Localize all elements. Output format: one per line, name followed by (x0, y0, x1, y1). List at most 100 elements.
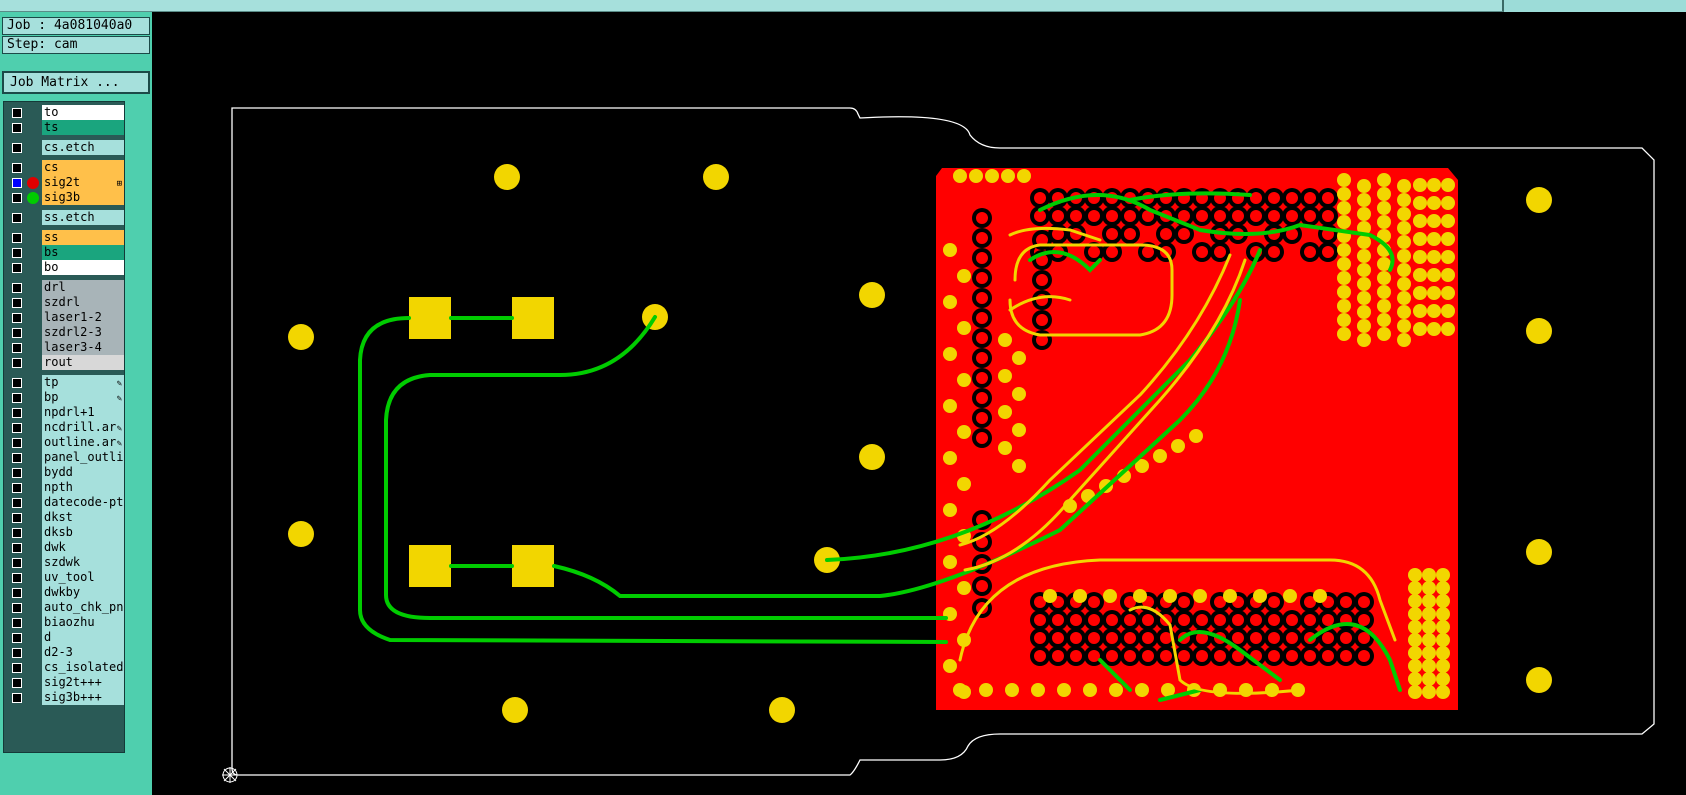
layer-checkbox[interactable] (12, 528, 22, 538)
layer-row-laser1-2[interactable]: laser1-2 (6, 310, 124, 326)
layer-name[interactable]: bo (42, 260, 124, 275)
graphic-canvas[interactable] (152, 12, 1686, 795)
layer-name[interactable]: uv_tool (42, 570, 124, 585)
layer-checkbox[interactable] (12, 468, 22, 478)
layer-checkbox[interactable] (12, 648, 22, 658)
layer-name[interactable]: dwkby (42, 585, 124, 600)
layer-name[interactable]: npth (42, 480, 124, 495)
layer-checkbox[interactable] (12, 588, 22, 598)
layer-row-dksb[interactable]: dksb (6, 525, 124, 541)
layer-name[interactable]: dksb (42, 525, 124, 540)
layer-checkbox[interactable] (12, 543, 22, 553)
layer-name[interactable]: biaozhu (42, 615, 124, 630)
layer-checkbox[interactable] (12, 603, 22, 613)
layer-row-d[interactable]: d (6, 630, 124, 646)
layer-row-cs-isolated[interactable]: cs_isolated (6, 660, 124, 676)
layer-checkbox[interactable] (12, 193, 22, 203)
layer-row-bo[interactable]: bo (6, 260, 124, 276)
layer-checkbox[interactable] (12, 558, 22, 568)
layer-name[interactable]: datecode-pte (42, 495, 124, 510)
layer-row-sig2t-[interactable]: sig2t+++ (6, 675, 124, 691)
layer-name[interactable]: cs_isolated (42, 660, 124, 675)
layer-row-biaozhu[interactable]: biaozhu (6, 615, 124, 631)
layer-name[interactable]: d (42, 630, 124, 645)
layer-row-dwk[interactable]: dwk (6, 540, 124, 556)
layer-row-ts[interactable]: ts (6, 120, 124, 136)
layer-row-cs-etch[interactable]: cs.etch (6, 140, 124, 156)
layer-row-datecode-pte[interactable]: datecode-pte (6, 495, 124, 511)
layer-name[interactable]: cs (42, 160, 124, 175)
layer-row-bp[interactable]: bp✎ (6, 390, 124, 406)
layer-checkbox[interactable] (12, 358, 22, 368)
layer-row-cs[interactable]: cs (6, 160, 124, 176)
layer-row-npdrl-1[interactable]: npdrl+1 (6, 405, 124, 421)
layer-name[interactable]: to (42, 105, 124, 120)
layer-name[interactable]: bp✎ (42, 390, 124, 405)
layer-row-panel-outlin[interactable]: panel_outlin (6, 450, 124, 466)
layer-checkbox[interactable] (12, 123, 22, 133)
layer-row-sig3b-[interactable]: sig3b+++ (6, 690, 124, 706)
layer-row-d2-3[interactable]: d2-3 (6, 645, 124, 661)
layer-checkbox[interactable] (12, 283, 22, 293)
layer-checkbox[interactable] (12, 453, 22, 463)
layer-name[interactable]: ss (42, 230, 124, 245)
layer-name[interactable]: dwk (42, 540, 124, 555)
layer-name[interactable]: bydd (42, 465, 124, 480)
layer-name[interactable]: panel_outlin (42, 450, 124, 465)
layer-row-tp[interactable]: tp✎ (6, 375, 124, 391)
layer-name[interactable]: d2-3 (42, 645, 124, 660)
layer-name[interactable]: auto_chk_pnl (42, 600, 124, 615)
layer-checkbox[interactable] (12, 328, 22, 338)
layer-name[interactable]: cs.etch (42, 140, 124, 155)
layer-row-rout[interactable]: rout (6, 355, 124, 371)
layer-checkbox[interactable] (12, 438, 22, 448)
layer-checkbox[interactable] (12, 663, 22, 673)
layer-checkbox[interactable] (12, 573, 22, 583)
layer-row-uv-tool[interactable]: uv_tool (6, 570, 124, 586)
layer-checkbox[interactable] (12, 633, 22, 643)
layer-checkbox[interactable] (12, 143, 22, 153)
layer-checkbox[interactable] (12, 163, 22, 173)
layer-name[interactable]: sig2t⊞ (42, 175, 124, 190)
layer-name[interactable]: drl (42, 280, 124, 295)
layer-checkbox[interactable] (12, 483, 22, 493)
layer-row-auto-chk-pnl[interactable]: auto_chk_pnl (6, 600, 124, 616)
layer-name[interactable]: ss.etch (42, 210, 124, 225)
layer-checkbox[interactable] (12, 678, 22, 688)
layer-checkbox[interactable] (12, 618, 22, 628)
layer-row-ncdrill-ar[interactable]: ncdrill.ar✎ (6, 420, 124, 436)
layer-row-szdrl[interactable]: szdrl (6, 295, 124, 311)
layer-checkbox[interactable] (12, 248, 22, 258)
layer-checkbox[interactable] (12, 178, 22, 188)
layer-name[interactable]: rout (42, 355, 124, 370)
layer-name[interactable]: bs (42, 245, 124, 260)
layer-row-bs[interactable]: bs (6, 245, 124, 261)
layer-row-dwkby[interactable]: dwkby (6, 585, 124, 601)
layer-row-bydd[interactable]: bydd (6, 465, 124, 481)
layer-checkbox[interactable] (12, 378, 22, 388)
layer-row-sig2t[interactable]: sig2t⊞ (6, 175, 124, 191)
layer-checkbox[interactable] (12, 343, 22, 353)
layer-name[interactable]: laser1-2 (42, 310, 124, 325)
layer-name[interactable]: outline.ar✎ (42, 435, 124, 450)
layer-name[interactable]: tp✎ (42, 375, 124, 390)
layer-name[interactable]: sig3b (42, 190, 124, 205)
layer-name[interactable]: npdrl+1 (42, 405, 124, 420)
layer-row-to[interactable]: to (6, 105, 124, 121)
layer-checkbox[interactable] (12, 408, 22, 418)
layer-row-ss[interactable]: ss (6, 230, 124, 246)
layer-checkbox[interactable] (12, 693, 22, 703)
layer-name[interactable]: laser3-4 (42, 340, 124, 355)
layer-row-szdwk[interactable]: szdwk (6, 555, 124, 571)
layer-checkbox[interactable] (12, 513, 22, 523)
layer-checkbox[interactable] (12, 233, 22, 243)
layer-name[interactable]: dkst (42, 510, 124, 525)
layer-checkbox[interactable] (12, 108, 22, 118)
layer-row-ss-etch[interactable]: ss.etch (6, 210, 124, 226)
layer-checkbox[interactable] (12, 498, 22, 508)
layer-row-laser3-4[interactable]: laser3-4 (6, 340, 124, 356)
layer-checkbox[interactable] (12, 298, 22, 308)
layer-name[interactable]: szdrl2-3 (42, 325, 124, 340)
layer-row-szdrl2-3[interactable]: szdrl2-3 (6, 325, 124, 341)
layer-checkbox[interactable] (12, 313, 22, 323)
